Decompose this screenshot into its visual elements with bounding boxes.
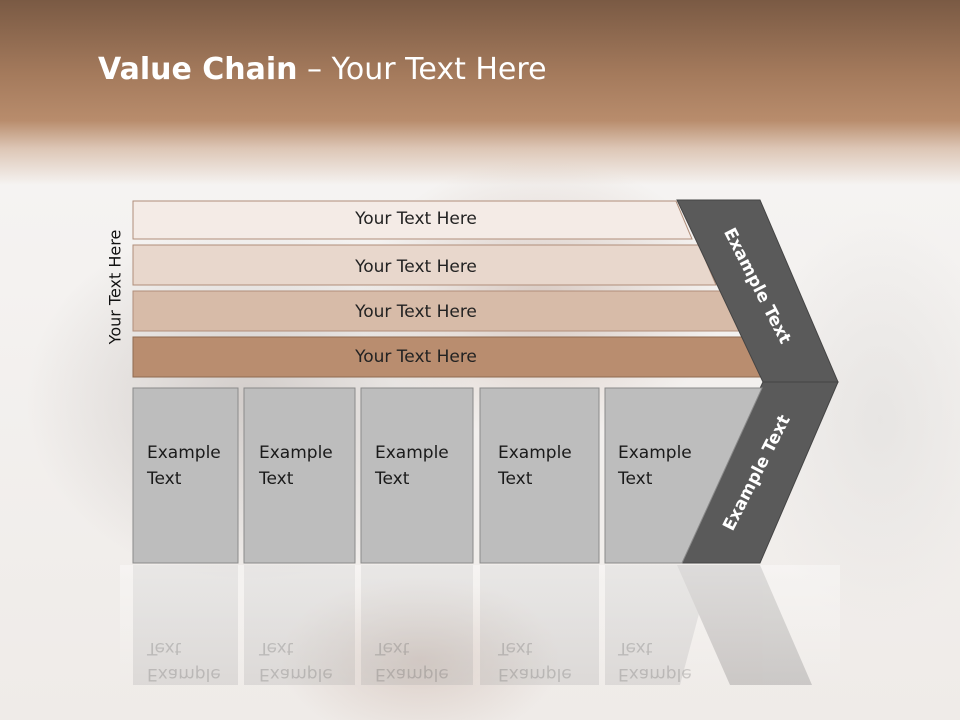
bar-3-label: Your Text Here [355,302,477,322]
title-bold: Value Chain [98,52,298,87]
process-box-3[interactable] [360,387,474,564]
bar-4-label: Your Text Here [355,347,477,367]
bar-2[interactable] [132,244,717,286]
process-box-2[interactable] [243,387,356,564]
process-box-4[interactable] [479,387,600,564]
bar-1-label: Your Text Here [355,209,477,229]
bar-1[interactable] [132,200,693,240]
bar-2-label: Your Text Here [355,257,477,277]
process-box-5[interactable] [604,387,763,564]
slide-title: Value Chain – Your Text Here [98,52,547,87]
process-box-1[interactable] [132,387,239,564]
reflection-fade [120,565,840,690]
header-band [0,0,960,185]
title-rest: – Your Text Here [297,52,547,87]
